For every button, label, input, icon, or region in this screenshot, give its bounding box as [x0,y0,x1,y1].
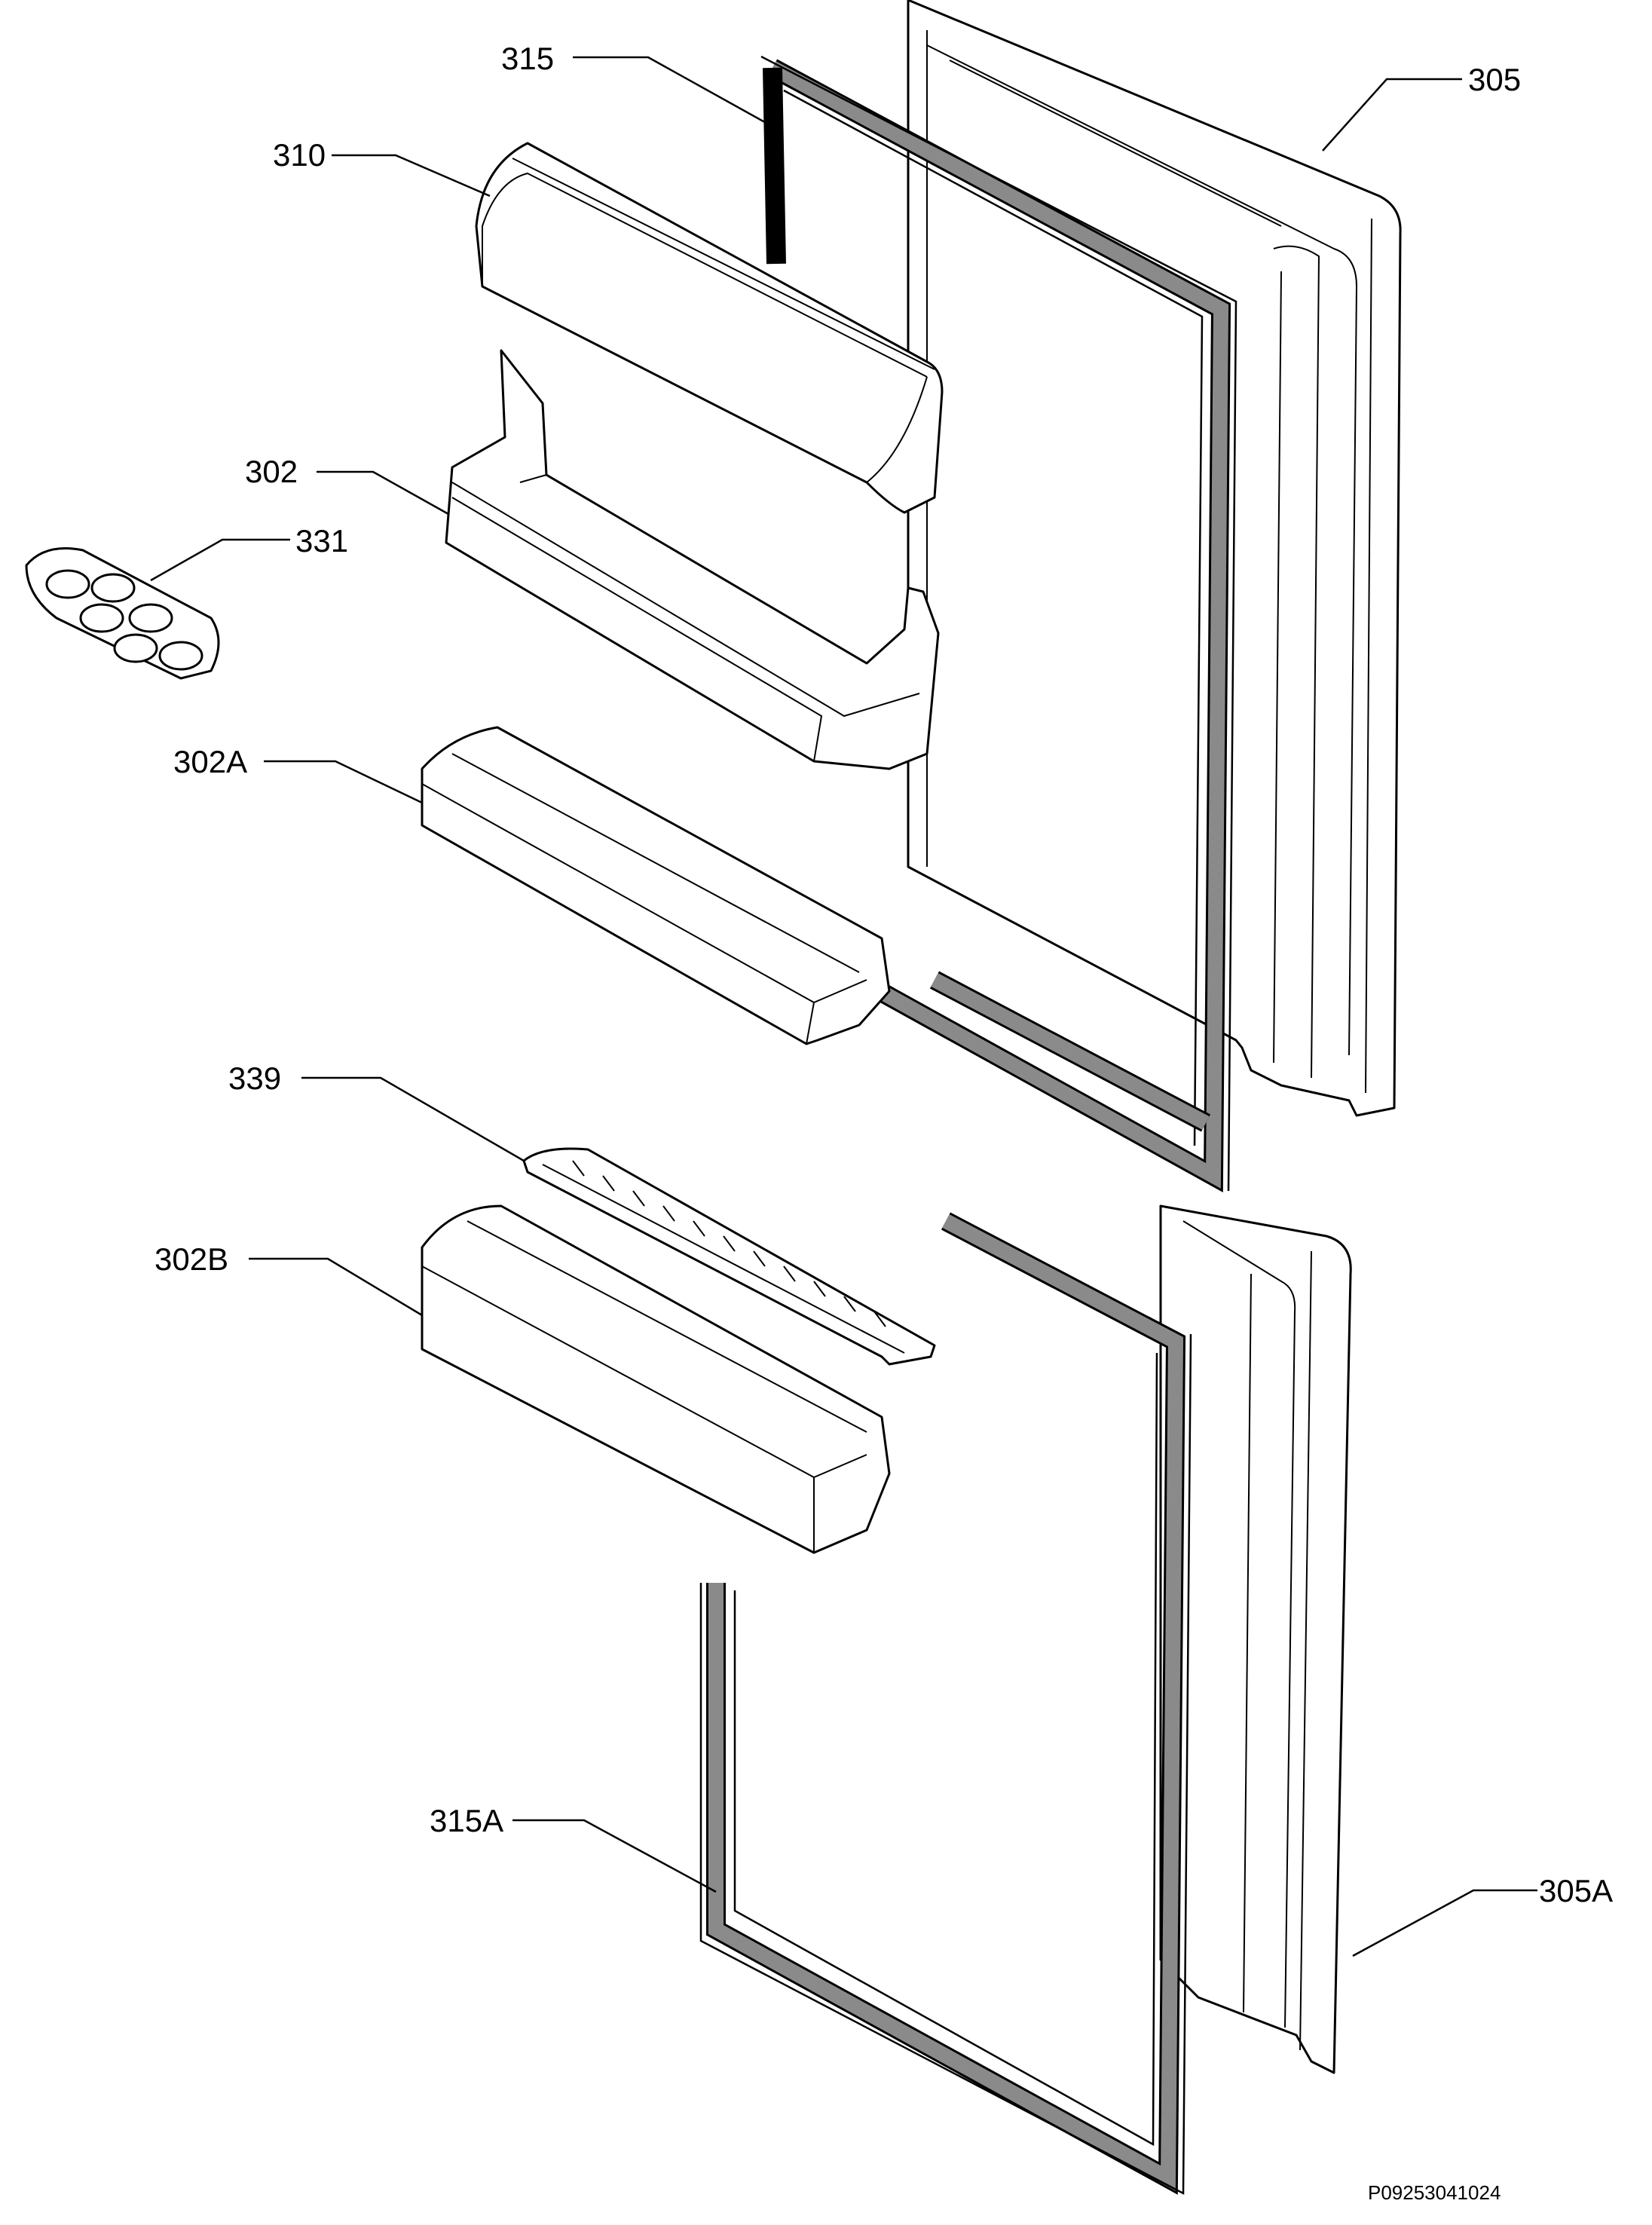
callout-339: 339 [228,1060,281,1096]
egg-tray [25,547,220,680]
leader-lines [150,56,1537,1957]
drawing-code: P09253041024 [1368,2181,1501,2204]
callout-315: 315 [501,41,554,76]
lower-door-panel [1159,1204,1352,2074]
callout-302b: 302B [154,1241,228,1277]
leader-331 [150,538,290,582]
callout-331: 331 [295,523,348,559]
leader-310 [332,154,491,197]
door-shelf-302b [421,1204,891,1554]
dairy-lid [475,142,944,514]
leader-339 [301,1076,525,1162]
leader-305a [1352,1889,1537,1957]
door-shelf-302a [421,726,891,1045]
leader-302a [264,760,423,804]
callout-315a: 315A [430,1803,503,1838]
leader-302b [249,1257,423,1317]
door-shelf-302 [445,349,940,770]
bottle-holder [522,1147,936,1366]
upper-door-panel [907,0,1402,1117]
callout-310: 310 [273,137,326,173]
leader-305 [1322,78,1462,151]
leader-315 [573,56,769,126]
callout-305: 305 [1468,62,1521,97]
callout-labels: 315 305 310 302 331 302A 339 302B 315A 3… [154,41,1613,1908]
upper-door-gasket [760,55,1237,1192]
leader-315a [512,1819,717,1893]
callout-305a: 305A [1539,1873,1613,1908]
callout-302: 302 [245,454,298,489]
leader-302 [317,470,449,516]
callout-302a: 302A [173,744,247,779]
lower-door-gasket [699,1212,1192,2196]
